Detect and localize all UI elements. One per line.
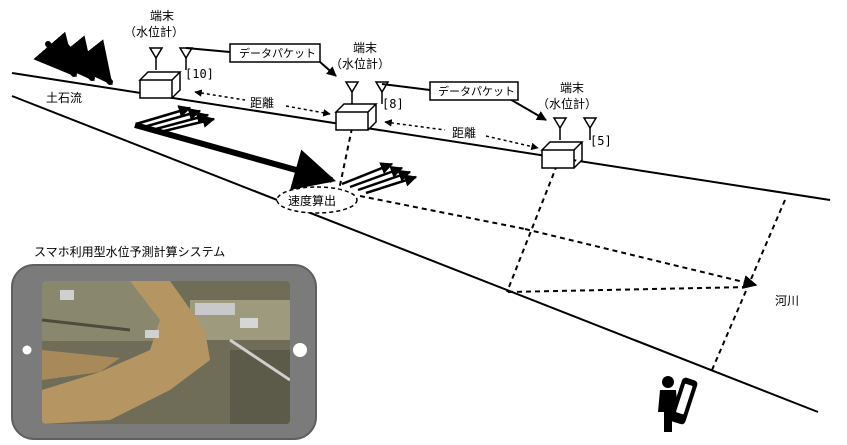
packet-arrows (185, 47, 547, 121)
system-title: スマホ利用型水位予測計算システム (34, 244, 225, 259)
distance-label-2: 距離 (452, 126, 476, 140)
flow-arrow-bundle-2 (341, 162, 418, 195)
terminal-3-title: 端末 (560, 81, 584, 95)
terminal-1-box (138, 71, 182, 99)
terminal-2-title: 端末 (353, 41, 377, 55)
person-with-phone-icon (658, 376, 698, 432)
phone-home-button (293, 343, 307, 357)
terminal-2-box (334, 103, 378, 131)
data-packet-2: データパケット (429, 81, 519, 101)
lower-bank-line (11, 95, 819, 413)
phone-screen-aerial-image (42, 281, 290, 424)
terminal-1-subtitle: （水位計） (124, 24, 184, 39)
terminal-3-id: [5] (590, 134, 612, 148)
antenna-icon (344, 81, 390, 104)
upper-bank-line (11, 72, 831, 201)
speed-calc-label: 速度算出 (288, 193, 336, 208)
data-packet-2-label: データパケット (438, 84, 515, 98)
flow-arrow-bundle-1 (135, 105, 216, 134)
antenna-icon (552, 117, 598, 140)
terminal-2-subtitle: （水位計） (330, 56, 390, 71)
phone-camera (22, 345, 32, 355)
terminal-3-box (540, 141, 584, 169)
data-packet-1: データパケット (229, 43, 321, 63)
debris-flow-label: 土石流 (46, 91, 82, 105)
data-packet-1-label: データパケット (239, 46, 316, 60)
debris-flow-arrows (33, 31, 113, 86)
smartphone-mockup (11, 264, 317, 440)
flow-front-arrow (134, 122, 337, 191)
terminal-1: 端末 （水位計） [10] (124, 9, 214, 99)
terminal-1-title: 端末 (150, 9, 174, 23)
terminal-3: 端末 （水位計） [5] (537, 81, 612, 169)
distance-label-1: 距離 (250, 96, 274, 110)
terminal-2-id: [8] (382, 97, 404, 111)
terminal-2: 端末 （水位計） [8] (330, 41, 404, 131)
river-label: 河川 (775, 294, 799, 308)
speed-calc-callout: 速度算出 (276, 186, 358, 214)
terminal-3-subtitle: （水位計） (537, 96, 597, 111)
terminal-1-id: [10] (185, 67, 214, 81)
projection-arrows (524, 228, 758, 289)
distance-arrows (194, 89, 539, 151)
